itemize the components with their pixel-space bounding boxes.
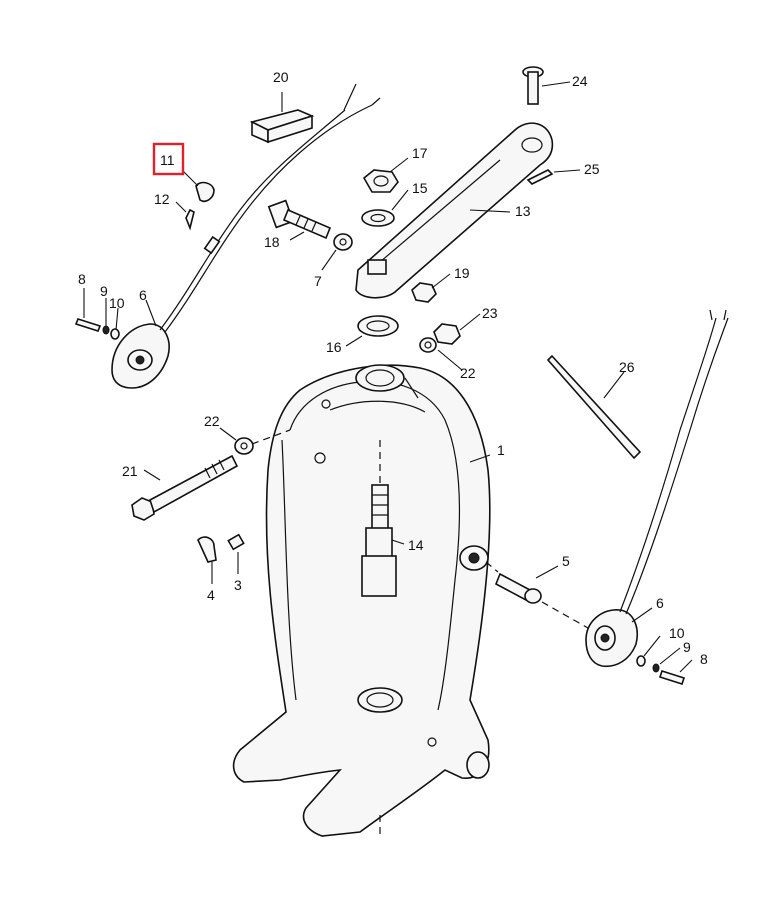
callout-5: 5 bbox=[562, 553, 570, 569]
washer bbox=[102, 325, 110, 335]
screw bbox=[227, 533, 245, 551]
sender-cable bbox=[625, 317, 729, 615]
callout-7: 7 bbox=[314, 273, 322, 289]
cable-terminals bbox=[709, 309, 727, 321]
washer bbox=[357, 315, 399, 337]
callout-24: 24 bbox=[572, 73, 588, 89]
fitting bbox=[494, 572, 542, 604]
cable-terminals bbox=[343, 83, 381, 111]
callout-9-right: 9 bbox=[683, 639, 691, 655]
assembly-line bbox=[251, 429, 291, 445]
callout-23: 23 bbox=[482, 305, 498, 321]
washer bbox=[333, 233, 353, 251]
callout-14: 14 bbox=[408, 537, 424, 553]
callout-3: 3 bbox=[234, 577, 242, 593]
trim-sender bbox=[111, 323, 170, 389]
callout-11: 11 bbox=[160, 152, 175, 168]
callout-6-right: 6 bbox=[656, 595, 664, 611]
washer bbox=[234, 437, 254, 455]
cotter-pin bbox=[526, 169, 554, 185]
nut bbox=[411, 282, 437, 303]
callout-21: 21 bbox=[122, 463, 138, 479]
steering-arm bbox=[355, 122, 554, 299]
callout-16: 16 bbox=[326, 339, 342, 355]
bolt bbox=[131, 454, 239, 521]
callout-6-left: 6 bbox=[139, 287, 147, 303]
callout-26: 26 bbox=[619, 359, 635, 375]
gimbal-housing bbox=[232, 364, 491, 837]
cable-sleeve bbox=[203, 235, 221, 255]
terminal bbox=[197, 536, 217, 563]
callout-13: 13 bbox=[515, 203, 531, 219]
washer bbox=[652, 663, 660, 673]
cable-clip bbox=[195, 181, 215, 203]
highlight-box bbox=[152, 142, 185, 176]
sender-cable bbox=[159, 109, 346, 331]
swivel-shaft bbox=[361, 484, 397, 597]
callout-22-right: 22 bbox=[460, 365, 476, 381]
callout-10-right: 10 bbox=[669, 625, 685, 641]
cable-tie bbox=[546, 354, 642, 460]
callout-12: 12 bbox=[154, 191, 170, 207]
sender-cable bbox=[619, 317, 717, 613]
leader-lines bbox=[83, 81, 693, 673]
nut bbox=[362, 169, 399, 193]
screw bbox=[74, 318, 102, 332]
callout-1: 1 bbox=[497, 442, 505, 458]
callouts: 1 3 4 5 6 6 7 8 8 9 9 10 10 11 12 13 14 … bbox=[78, 69, 708, 667]
callout-18: 18 bbox=[264, 234, 280, 250]
callout-10-left: 10 bbox=[109, 295, 125, 311]
washer bbox=[419, 337, 437, 353]
trim-sender bbox=[585, 609, 638, 668]
callout-9-left: 9 bbox=[100, 283, 108, 299]
screw bbox=[185, 208, 195, 231]
washer bbox=[636, 655, 646, 667]
callout-4: 4 bbox=[207, 587, 215, 603]
washer bbox=[361, 209, 395, 227]
callout-19: 19 bbox=[454, 265, 470, 281]
bracket bbox=[249, 109, 315, 144]
pin bbox=[522, 66, 544, 105]
nut bbox=[433, 323, 461, 345]
assembly-line bbox=[541, 601, 589, 629]
washer bbox=[110, 328, 120, 340]
assembly-line bbox=[485, 561, 499, 573]
callout-15: 15 bbox=[412, 180, 428, 196]
callout-8-left: 8 bbox=[78, 271, 86, 287]
sender-cable bbox=[164, 104, 373, 333]
callout-17: 17 bbox=[412, 145, 428, 161]
callout-22-left: 22 bbox=[204, 413, 220, 429]
callout-8-right: 8 bbox=[700, 651, 708, 667]
screw bbox=[658, 669, 686, 686]
callout-20: 20 bbox=[273, 69, 289, 85]
bolt bbox=[267, 199, 332, 240]
callout-25: 25 bbox=[584, 161, 600, 177]
